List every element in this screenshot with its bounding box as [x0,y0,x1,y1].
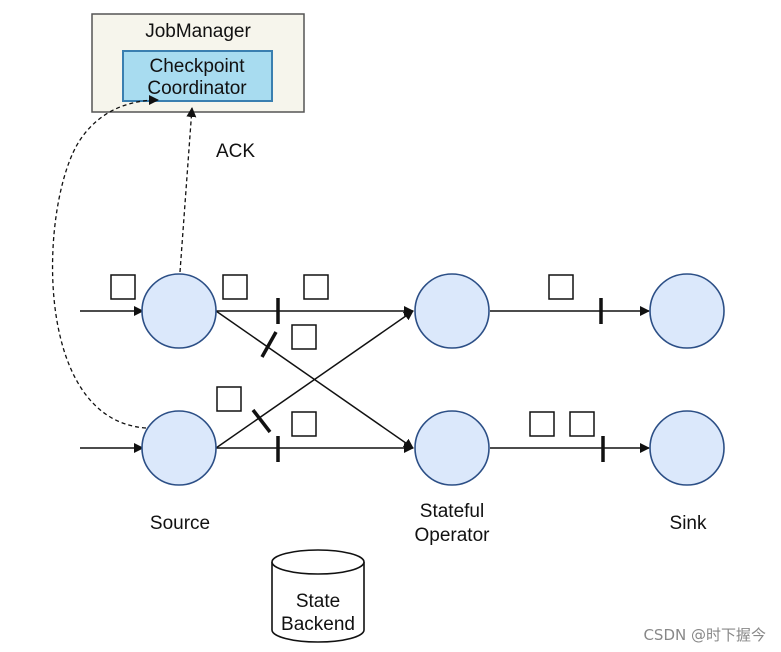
operator-label-line2: Operator [415,525,491,546]
sink-node-top [649,273,725,349]
ack-label: ACK [216,141,255,162]
square-record-icon [569,411,595,437]
square-record-icon [216,386,242,412]
ack-arrow-bottom-source [52,95,159,429]
operator-label-line1: Stateful [420,501,484,522]
coordinator-label-line2: Coordinator [147,78,247,99]
edge-source-bottom-operator-top [215,310,414,449]
state-backend-cylinder: State Backend [271,549,365,643]
square-record-icon [529,411,555,437]
operator-node-top [414,273,490,349]
checkpoint-barrier-icon [260,331,278,358]
square-record-icon [548,274,574,300]
watermark-text: CSDN @时下握今 [643,626,766,644]
sink-node-bottom [649,410,725,486]
sink-label: Sink [670,513,707,534]
operator-node-bottom [414,410,490,486]
square-record-icon [291,324,317,350]
state-backend-label-line1: State [296,591,340,612]
coordinator-label-line1: Checkpoint [149,56,245,77]
square-record-icon [110,274,136,300]
checkpoint-coordinator-box: Checkpoint Coordinator [122,50,273,102]
square-record-icon [291,411,317,437]
source-node-bottom [141,410,217,486]
square-record-icon [303,274,329,300]
jobmanager-title: JobManager [145,21,251,42]
square-record-icon [222,274,248,300]
checkpoint-barrier-icon [251,408,272,434]
state-backend-label-line2: Backend [281,614,355,635]
source-node-top [141,273,217,349]
ack-arrow-top-source [179,107,197,273]
source-label: Source [150,513,210,534]
